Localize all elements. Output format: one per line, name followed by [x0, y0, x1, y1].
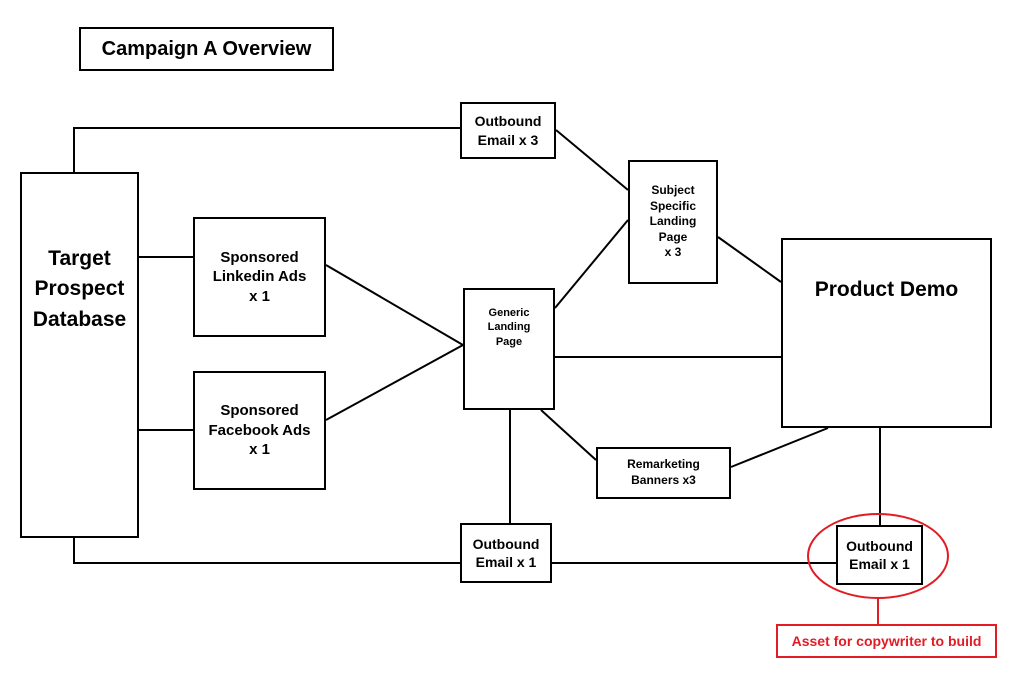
node-generic-landing-page: Generic Landing Page [463, 288, 555, 410]
node-remarketing-banners: Remarketing Banners x3 [596, 447, 731, 499]
node-outbound-email-right: Outbound Email x 1 [836, 525, 923, 585]
node-outbound-email-top: Outbound Email x 3 [460, 102, 556, 159]
node-sponsored-linkedin-ads: Sponsored Linkedin Ads x 1 [193, 217, 326, 337]
line-db-to-outbound-top [73, 127, 460, 172]
line-remarketing-to-demo [730, 427, 829, 468]
line-subject-to-demo [717, 236, 782, 283]
node-outbound-email-bottom: Outbound Email x 1 [460, 523, 552, 583]
line-facebook-to-generic [325, 344, 464, 421]
node-subject-specific-landing-page: Subject Specific Landing Page x 3 [628, 160, 718, 284]
line-generic-to-remarketing [540, 409, 597, 461]
node-sponsored-facebook-ads: Sponsored Facebook Ads x 1 [193, 371, 326, 490]
line-db-to-outbound-bottom [73, 538, 460, 564]
diagram-title: Campaign A Overview [79, 27, 334, 71]
line-outbound-top-to-subject [555, 129, 629, 191]
node-target-prospect-database: Target Prospect Database [20, 172, 139, 538]
line-generic-to-subject [554, 219, 629, 309]
line-linkedin-to-generic [325, 264, 464, 346]
annotation-label: Asset for copywriter to build [776, 624, 997, 658]
node-product-demo: Product Demo [781, 238, 992, 428]
